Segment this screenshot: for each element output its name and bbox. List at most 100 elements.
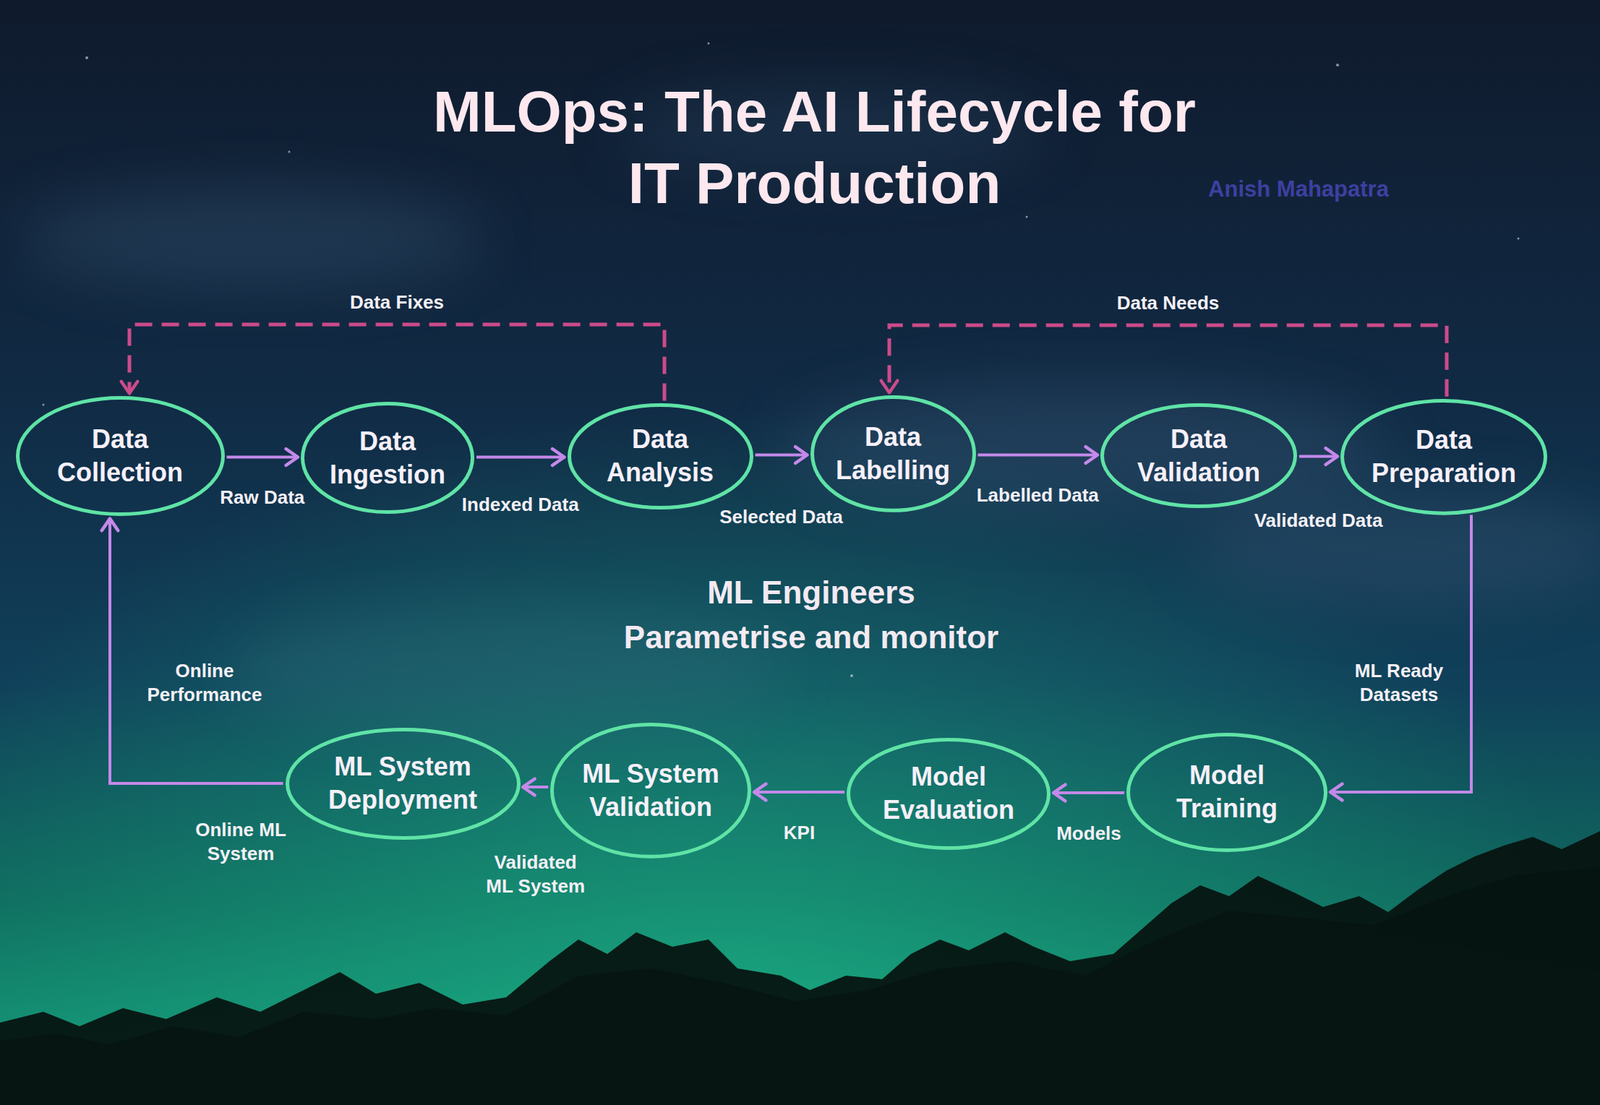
connector-line — [977, 453, 1098, 457]
flow-label: Raw Data — [219, 485, 305, 510]
ellipse-stroke — [302, 404, 473, 513]
process-ellipse: Data Preparation — [1340, 399, 1548, 516]
connector-line — [109, 519, 284, 784]
flow-label: Indexed Data — [461, 493, 580, 517]
ellipse-stroke — [287, 729, 519, 838]
ellipse-stroke — [1342, 400, 1546, 514]
ellipse-outline — [810, 395, 977, 513]
arrowhead — [552, 448, 565, 466]
flow-arrow — [754, 446, 807, 464]
process-ellipse: Data Labelling — [810, 395, 977, 513]
node-text-box: Data Ingestion — [329, 425, 446, 492]
arrowhead — [1085, 446, 1099, 464]
flow-label: Online Performance — [143, 659, 267, 708]
process-ellipse: Data Ingestion — [300, 401, 475, 515]
flow-arrow — [977, 446, 1098, 464]
ellipse-stroke — [17, 398, 223, 515]
ellipse-stroke — [811, 397, 974, 512]
flow-label: Data Needs — [1117, 291, 1220, 316]
tree-silhouette — [0, 831, 1600, 1105]
node-label: Data Analysis — [606, 422, 714, 490]
ellipse-stroke — [1102, 405, 1296, 507]
flow-arrow — [476, 448, 565, 466]
connector-line — [476, 455, 565, 459]
flow-label: KPI — [783, 821, 815, 846]
ellipse-outline — [285, 728, 521, 841]
star — [850, 674, 854, 678]
connector-line — [1053, 791, 1125, 795]
flow-arrow — [1053, 785, 1125, 802]
feedback-arrow — [881, 325, 1447, 397]
star — [42, 404, 45, 407]
connector-line — [226, 455, 298, 459]
flow-label: Labelled Data — [976, 483, 1099, 508]
flow-label: Data Fixes — [349, 290, 444, 315]
arrowhead — [522, 779, 536, 797]
cloud — [21, 187, 485, 290]
arrowhead — [1325, 448, 1338, 465]
node-label: Data Ingestion — [329, 425, 446, 492]
process-ellipse: Model Evaluation — [846, 738, 1051, 851]
star — [85, 56, 89, 60]
connector-line — [1299, 454, 1338, 458]
star — [707, 42, 710, 45]
process-ellipse: ML System Validation — [550, 723, 752, 859]
arrowhead — [795, 446, 808, 464]
node-text-box: Data Collection — [57, 422, 183, 490]
arrowhead — [1330, 784, 1343, 802]
connector-line — [754, 453, 807, 457]
arrowhead — [1053, 785, 1066, 802]
star — [1025, 216, 1029, 219]
node-label: ML System Validation — [573, 757, 729, 825]
star — [1336, 63, 1339, 67]
node-label: Data Collection — [57, 422, 183, 490]
node-text-box: Model Training — [1176, 759, 1278, 826]
center-note: Parametrise and monitor — [623, 618, 999, 658]
cloud — [780, 383, 1389, 514]
flow-label: Selected Data — [719, 505, 844, 530]
process-ellipse: Data Validation — [1100, 403, 1298, 509]
center-note: ML Engineers — [707, 573, 916, 613]
flow-label: ML Ready Datasets — [1344, 659, 1454, 708]
flow-arrow — [226, 448, 298, 466]
flow-label: Online ML System — [182, 818, 299, 867]
feedback-arrow — [121, 324, 665, 402]
node-text-box: Data Labelling — [835, 420, 951, 488]
star — [1517, 237, 1520, 241]
arrowhead — [101, 519, 119, 532]
flow-label: Validated Data — [1254, 508, 1384, 533]
connector-line — [129, 324, 665, 402]
node-text-box: ML System Deployment — [325, 750, 481, 817]
flow-arrow — [101, 519, 284, 784]
node-text-box: Data Validation — [1137, 422, 1261, 490]
ellipse-outline — [1126, 733, 1328, 853]
ellipse-stroke — [569, 404, 752, 508]
connector-line — [1330, 514, 1472, 793]
node-label: ML System Deployment — [325, 750, 481, 817]
ellipse-stroke — [848, 739, 1050, 849]
node-text-box: Data Analysis — [606, 422, 714, 490]
ellipse-outline — [550, 723, 752, 859]
ellipse-outline — [15, 396, 225, 517]
arrowhead — [286, 448, 299, 466]
flow-label: Validated ML System — [481, 850, 590, 899]
connector-line — [889, 325, 1447, 397]
node-label: Data Validation — [1137, 422, 1261, 490]
ellipse-outline — [1100, 403, 1298, 509]
node-label: Data Labelling — [835, 420, 951, 488]
flow-arrow — [522, 779, 549, 797]
flow-label: Models — [1056, 822, 1122, 846]
node-label: Model Evaluation — [882, 760, 1015, 828]
process-ellipse: Model Training — [1126, 733, 1328, 853]
cloud — [1192, 491, 1600, 608]
author-watermark: Anish Mahapatra — [1208, 175, 1389, 204]
flow-arrow — [754, 784, 845, 802]
ellipse-outline — [846, 738, 1051, 851]
ellipse-outline — [567, 403, 754, 510]
diagram-title: MLOps: The AI Lifecycle for IT Productio… — [415, 75, 1214, 220]
arrowhead — [121, 381, 139, 395]
ellipse-outline — [300, 401, 475, 515]
ellipse-outline — [1340, 399, 1548, 516]
stars — [42, 42, 1520, 679]
